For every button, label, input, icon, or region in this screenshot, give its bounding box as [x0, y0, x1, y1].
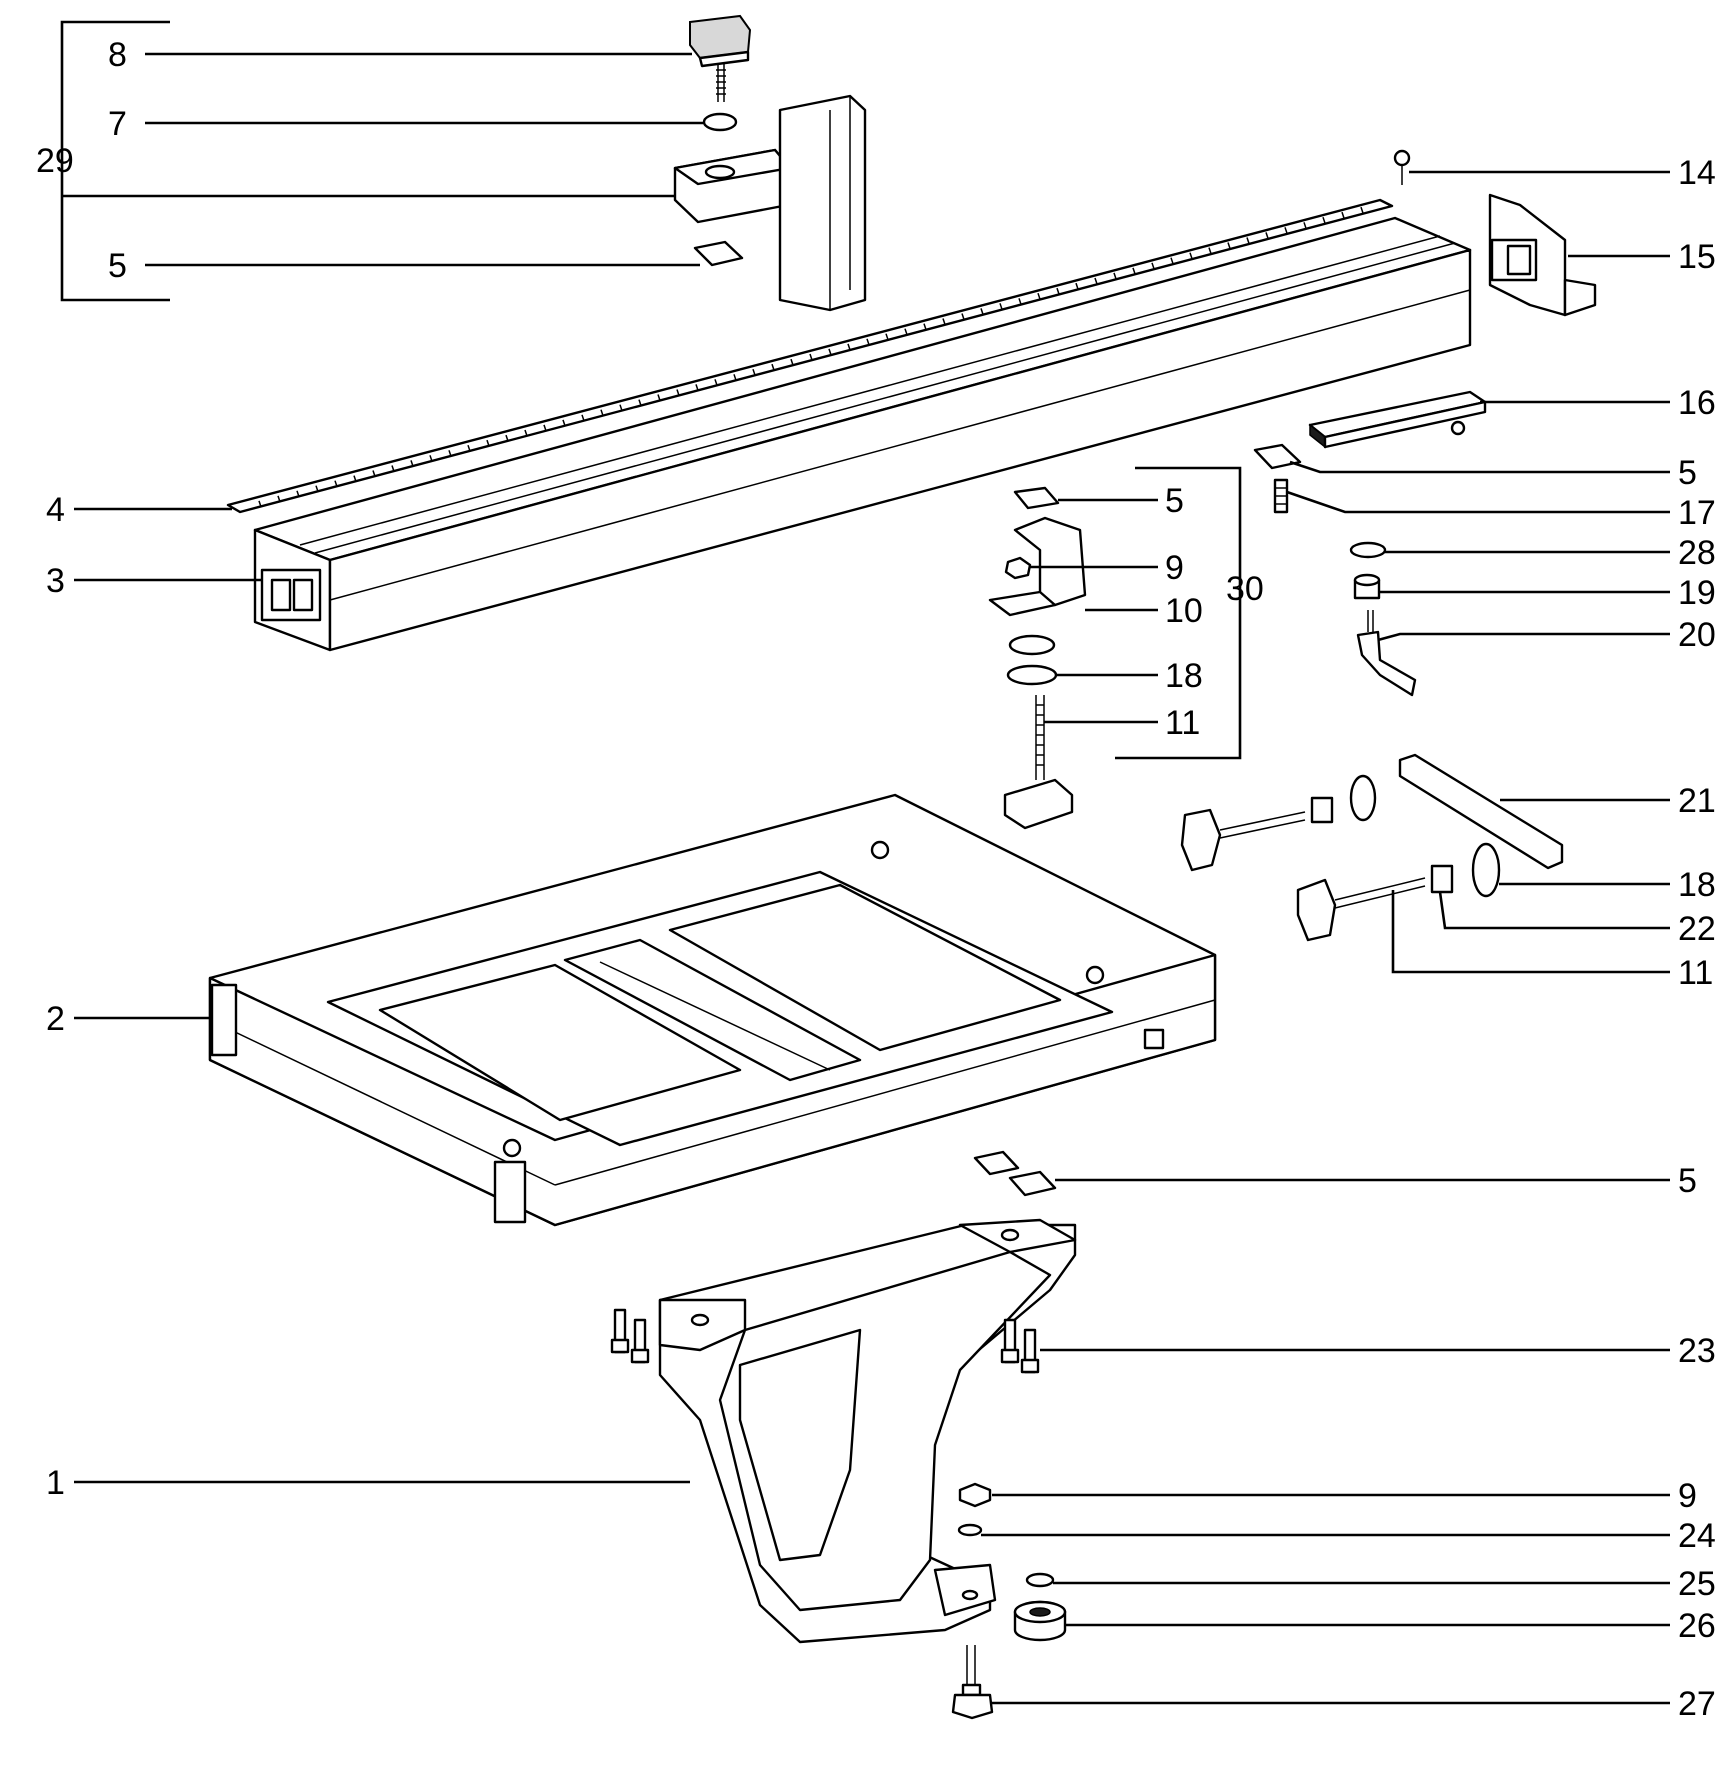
part-9-nut-lower — [958, 1482, 992, 1508]
label-30: 30 — [1226, 570, 1264, 608]
part-7-washer — [702, 112, 738, 132]
part-8-clamp-knob — [689, 14, 752, 102]
part-2-table-frame — [208, 793, 1217, 1227]
part-21-clamp-plate — [1398, 753, 1564, 870]
part-27-bolt — [951, 1645, 994, 1720]
label-18-center: 18 — [1165, 657, 1203, 695]
part-5-slot-nut-center — [1013, 486, 1060, 510]
part-19-spacer — [1353, 573, 1381, 600]
label-25: 25 — [1678, 1565, 1716, 1603]
part-26-foot — [1013, 1600, 1067, 1642]
label-9-center: 9 — [1165, 549, 1184, 587]
part-5-slot-nut-bottom-b — [1008, 1170, 1057, 1197]
callout-labels: 8 7 29 5 4 3 2 1 14 15 16 5 17 28 19 20 … — [36, 36, 1716, 1723]
label-14: 14 — [1678, 154, 1716, 192]
part-20-lever — [1356, 610, 1417, 697]
label-5-right: 5 — [1678, 454, 1697, 492]
part-1-leg — [658, 1218, 1077, 1644]
part-25-washer — [1025, 1572, 1055, 1588]
part-22-spacer — [1430, 864, 1454, 894]
part-5-slot-nut-right — [1253, 443, 1302, 470]
label-8: 8 — [108, 36, 127, 74]
label-24: 24 — [1678, 1517, 1716, 1555]
label-2: 2 — [46, 1000, 65, 1038]
label-17: 17 — [1678, 494, 1716, 532]
part-18-washer-lower — [1006, 664, 1058, 686]
label-26: 26 — [1678, 1607, 1716, 1645]
part-11-bolt-knob — [1296, 877, 1426, 942]
label-5-bottom: 5 — [1678, 1162, 1697, 1200]
label-19: 19 — [1678, 574, 1716, 612]
label-16: 16 — [1678, 384, 1716, 422]
label-22: 22 — [1678, 910, 1716, 948]
label-7: 7 — [108, 105, 127, 143]
part-17-set-screw — [1273, 478, 1289, 514]
part-11-bolt-center — [1003, 695, 1074, 830]
part-4-scale-strip — [226, 198, 1394, 514]
label-15: 15 — [1678, 238, 1716, 276]
label-3: 3 — [46, 562, 65, 600]
part-16-guide-bar — [1308, 390, 1487, 449]
leader-lines — [60, 20, 1670, 1705]
part-9-nut-center — [1004, 556, 1032, 580]
part-5-slot-nut-top — [693, 240, 744, 267]
label-18-right: 18 — [1678, 866, 1716, 904]
part-18-washer-upper — [1008, 634, 1056, 656]
label-5-top: 5 — [108, 247, 127, 285]
label-23: 23 — [1678, 1332, 1716, 1370]
part-29-fence-carriage — [673, 94, 867, 312]
part-23-screws-left — [610, 1308, 650, 1364]
label-11-right: 11 — [1678, 954, 1713, 992]
label-11-center: 11 — [1165, 704, 1200, 742]
label-29: 29 — [36, 142, 74, 180]
part-3-fence-rail — [253, 216, 1472, 652]
label-27: 27 — [1678, 1685, 1716, 1723]
label-28: 28 — [1678, 534, 1716, 572]
label-21: 21 — [1678, 782, 1716, 820]
label-1: 1 — [46, 1464, 65, 1502]
part-14-screw — [1393, 149, 1411, 185]
label-20: 20 — [1678, 616, 1716, 654]
label-9-lower: 9 — [1678, 1477, 1697, 1515]
part-23-screws-right — [1000, 1318, 1040, 1374]
part-24-washer — [957, 1523, 983, 1537]
part-15-end-cap — [1488, 193, 1597, 317]
label-10: 10 — [1165, 592, 1203, 630]
label-4: 4 — [46, 491, 65, 529]
knob-upper — [1180, 774, 1377, 872]
part-5-slot-nut-bottom-a — [973, 1150, 1020, 1176]
part-28-washer — [1349, 541, 1387, 559]
part-18-washer-right — [1471, 842, 1501, 898]
label-5-center: 5 — [1165, 482, 1184, 520]
part-10-bracket — [988, 516, 1087, 617]
